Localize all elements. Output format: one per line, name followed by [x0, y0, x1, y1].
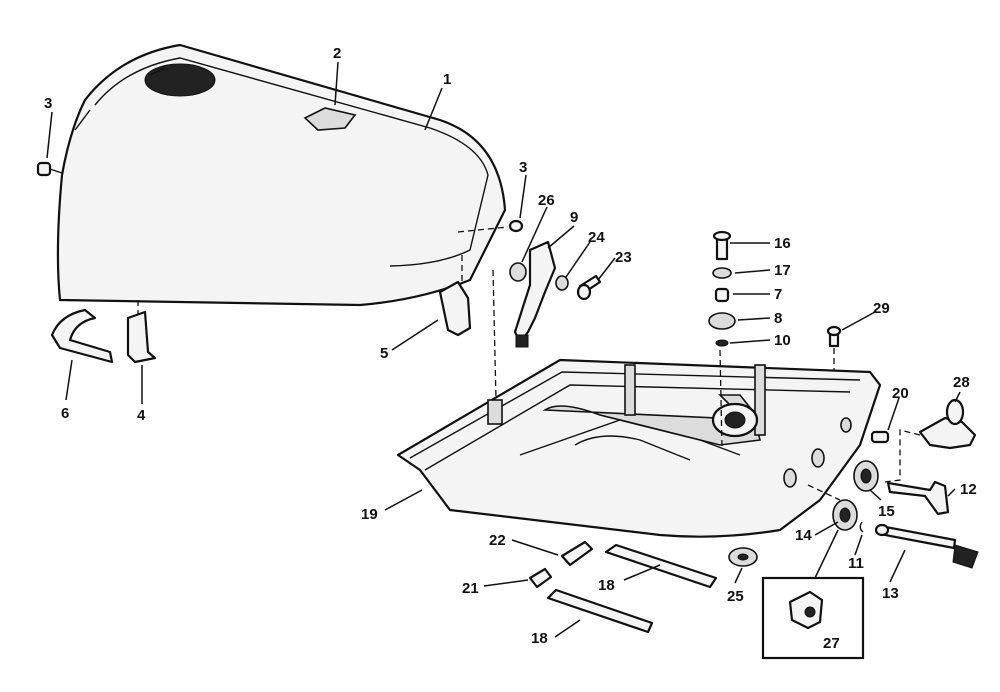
- callout-21: 21: [462, 580, 479, 597]
- callout-22: 22: [489, 532, 506, 549]
- part-2-emblem: [303, 107, 357, 131]
- callout-3-left: 3: [44, 95, 52, 112]
- part-13-lever-rod: [874, 523, 979, 569]
- part-11-clip: [859, 521, 864, 533]
- callout-labels: 1 2 3 3 4 5 6 7 8 9 10 11 12 13 14 15 16…: [44, 45, 977, 652]
- part-29-screw: [826, 325, 842, 375]
- part-9-lever-tip: [515, 334, 529, 348]
- part-21-sleeve: [528, 567, 553, 589]
- callout-26: 26: [538, 192, 555, 209]
- part-12-latch: [886, 480, 950, 516]
- callout-12: 12: [960, 481, 977, 498]
- callout-11: 11: [848, 555, 864, 572]
- part-8-grommet: [708, 312, 736, 330]
- callout-18-lower: 18: [531, 630, 548, 647]
- callout-19: 19: [361, 506, 378, 523]
- callout-24: 24: [588, 229, 605, 246]
- part-4-bracket: [126, 310, 157, 364]
- part-18-strip-lower: [546, 588, 654, 634]
- part-3-screw-left: [36, 161, 63, 177]
- callout-4: 4: [137, 407, 146, 424]
- part-7-spacer: [714, 287, 730, 303]
- callout-3-right: 3: [519, 159, 527, 176]
- callout-6: 6: [61, 405, 69, 422]
- part-20-pin: [870, 430, 890, 444]
- part-9-lever: [513, 240, 557, 344]
- callout-29: 29: [873, 300, 890, 317]
- callout-2: 2: [333, 45, 341, 62]
- leader-lines: [46, 61, 961, 638]
- part-26-washer: [509, 262, 527, 282]
- callout-8: 8: [774, 310, 782, 327]
- callout-25: 25: [727, 588, 744, 605]
- part-10-nut: [715, 339, 729, 347]
- callout-5: 5: [380, 345, 388, 362]
- part-16-bolt: [712, 230, 732, 261]
- air-intake-opening: [144, 63, 216, 97]
- callout-20: 20: [892, 385, 909, 402]
- part-19-lower-pan: [396, 269, 882, 538]
- callout-27: 27: [823, 635, 840, 652]
- callout-14: 14: [795, 527, 812, 544]
- inset-box-part-27: [761, 529, 865, 660]
- part-3-screw-right: [457, 219, 524, 233]
- callout-9: 9: [570, 209, 578, 226]
- part-18-strip-upper: [604, 543, 718, 589]
- callout-1: 1: [443, 71, 451, 88]
- callout-17: 17: [774, 262, 791, 279]
- callout-18-upper: 18: [598, 577, 615, 594]
- callout-28: 28: [953, 374, 970, 391]
- callout-7: 7: [774, 286, 782, 303]
- part-17-washer: [712, 267, 732, 279]
- part-24-washer: [555, 275, 569, 291]
- callout-10: 10: [774, 332, 791, 349]
- part-1-motor-cover: [56, 43, 507, 307]
- part-22-sleeve: [560, 540, 594, 567]
- callout-13: 13: [882, 585, 899, 602]
- part-5-latch-plate: [438, 280, 472, 337]
- callout-16: 16: [774, 235, 791, 252]
- part-28-fuel-connector: [884, 398, 977, 483]
- callout-23: 23: [615, 249, 632, 266]
- part-6-grip: [50, 308, 114, 364]
- callout-15: 15: [878, 503, 895, 520]
